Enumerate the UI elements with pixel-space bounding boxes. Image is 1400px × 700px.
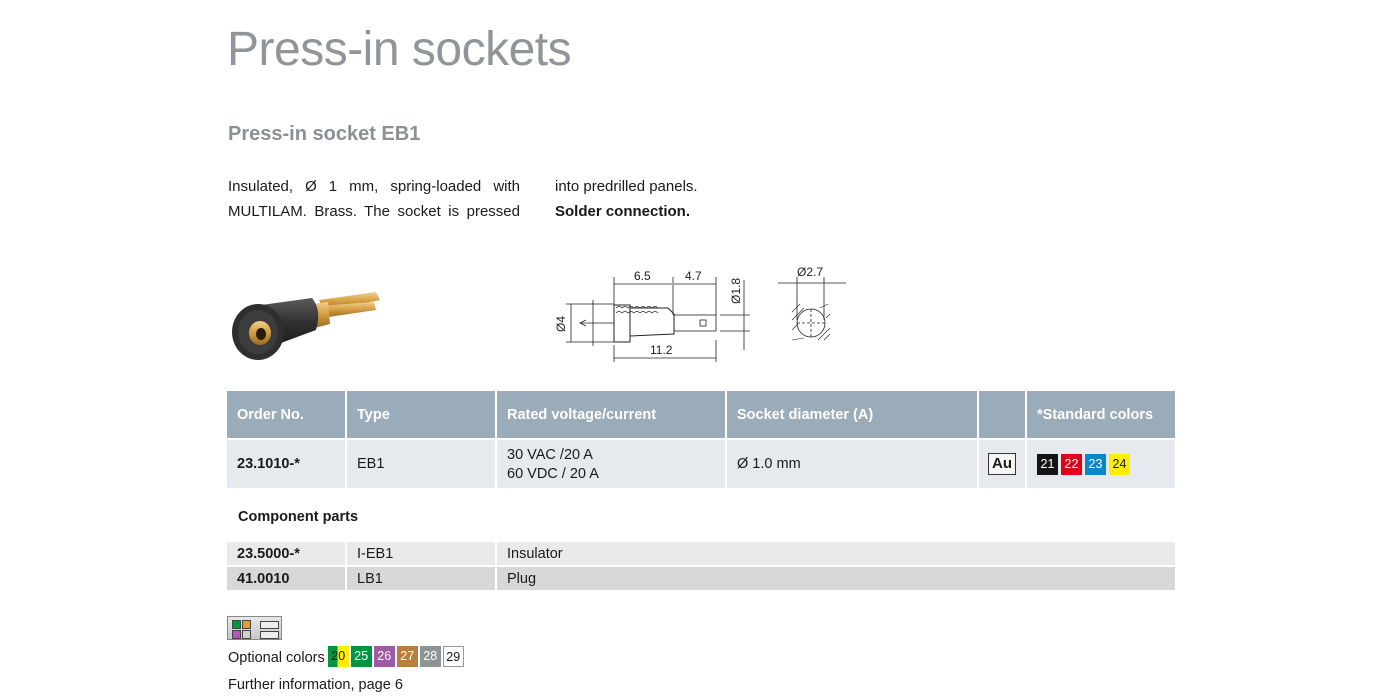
optional-color-swatch-28: 28 xyxy=(419,646,441,667)
product-subtitle: Press-in socket EB1 xyxy=(228,123,421,145)
gold-plating-badge: Au xyxy=(988,453,1016,475)
header-standard-colors: *Standard colors xyxy=(1027,391,1175,438)
page-title: Press-in sockets xyxy=(227,23,572,76)
table-row: 23.1010-* EB1 30 VAC /20 A 60 VDC / 20 A… xyxy=(227,440,1175,488)
technical-drawing: 6.5 4.7 11.2 Ø2.7 Ø4 Ø1.8 xyxy=(554,265,846,362)
dimension-label: 4.7 xyxy=(685,269,702,283)
optional-color-swatch-20: 20 xyxy=(327,646,349,667)
voltage-ac: 30 VAC /20 A xyxy=(507,446,593,463)
table-row: 41.0010 LB1 Plug xyxy=(227,567,1175,590)
solder-connection-note: Solder connection. xyxy=(555,203,691,220)
dimension-label: 11.2 xyxy=(650,343,673,357)
table-header-row: Order No. Type Rated voltage/current Soc… xyxy=(227,391,1175,438)
dimension-label: Ø4 xyxy=(554,316,568,332)
voltage-cell: 30 VAC /20 A 60 VDC / 20 A xyxy=(497,440,725,488)
diameter-cell: Ø 1.0 mm xyxy=(727,440,977,488)
dimension-label: Ø2.7 xyxy=(797,265,823,279)
part-type: I-EB1 xyxy=(347,542,495,565)
header-type: Type xyxy=(347,391,495,438)
voltage-dc: 60 VDC / 20 A xyxy=(507,465,599,482)
component-parts-title: Component parts xyxy=(238,509,359,525)
table-row: 23.5000-* I-EB1 Insulator xyxy=(227,542,1175,565)
part-order-number: 41.0010 xyxy=(227,567,345,590)
header-plating xyxy=(979,391,1025,438)
standard-color-swatch-24: 24 xyxy=(1109,453,1130,475)
further-information: Further information, page 6 xyxy=(228,677,403,693)
standard-color-swatch-23: 23 xyxy=(1085,453,1106,475)
part-description: Plug xyxy=(497,567,1175,590)
header-order-no: Order No. xyxy=(227,391,345,438)
description-line: MULTILAM. Brass. The socket is pressed xyxy=(228,203,520,220)
order-table: Order No. Type Rated voltage/current Soc… xyxy=(225,389,1177,490)
optional-colors-label: Optional colors xyxy=(228,650,325,666)
order-number: 23.1010-* xyxy=(227,440,345,488)
optional-color-swatch-29: 29 xyxy=(442,646,464,667)
component-parts-table: 23.5000-* I-EB1 Insulator 41.0010 LB1 Pl… xyxy=(225,540,1177,592)
part-order-number: 23.5000-* xyxy=(227,542,345,565)
header-socket-diameter: Socket diameter (A) xyxy=(727,391,977,438)
product-photo xyxy=(232,292,380,360)
type-cell: EB1 xyxy=(347,440,495,488)
header-rated-voltage: Rated voltage/current xyxy=(497,391,725,438)
optional-color-swatch-25: 25 xyxy=(350,646,372,667)
plating-cell: Au xyxy=(979,440,1025,488)
description-left: Insulated, Ø 1 mm, spring-loaded with MU… xyxy=(228,174,520,224)
dimension-label: Ø1.8 xyxy=(729,278,743,304)
optional-color-swatch-26: 26 xyxy=(373,646,395,667)
part-description: Insulator xyxy=(497,542,1175,565)
description-line: into predrilled panels. xyxy=(555,178,698,195)
color-legend-icon xyxy=(227,616,282,640)
description-line: Insulated, Ø 1 mm, spring-loaded with xyxy=(228,178,520,195)
part-type: LB1 xyxy=(347,567,495,590)
optional-color-swatch-27: 27 xyxy=(396,646,418,667)
description-right: into predrilled panels. Solder connectio… xyxy=(555,174,698,224)
standard-color-swatch-21: 21 xyxy=(1037,453,1058,475)
dimension-label: 6.5 xyxy=(634,269,651,283)
standard-color-swatch-22: 22 xyxy=(1061,453,1082,475)
